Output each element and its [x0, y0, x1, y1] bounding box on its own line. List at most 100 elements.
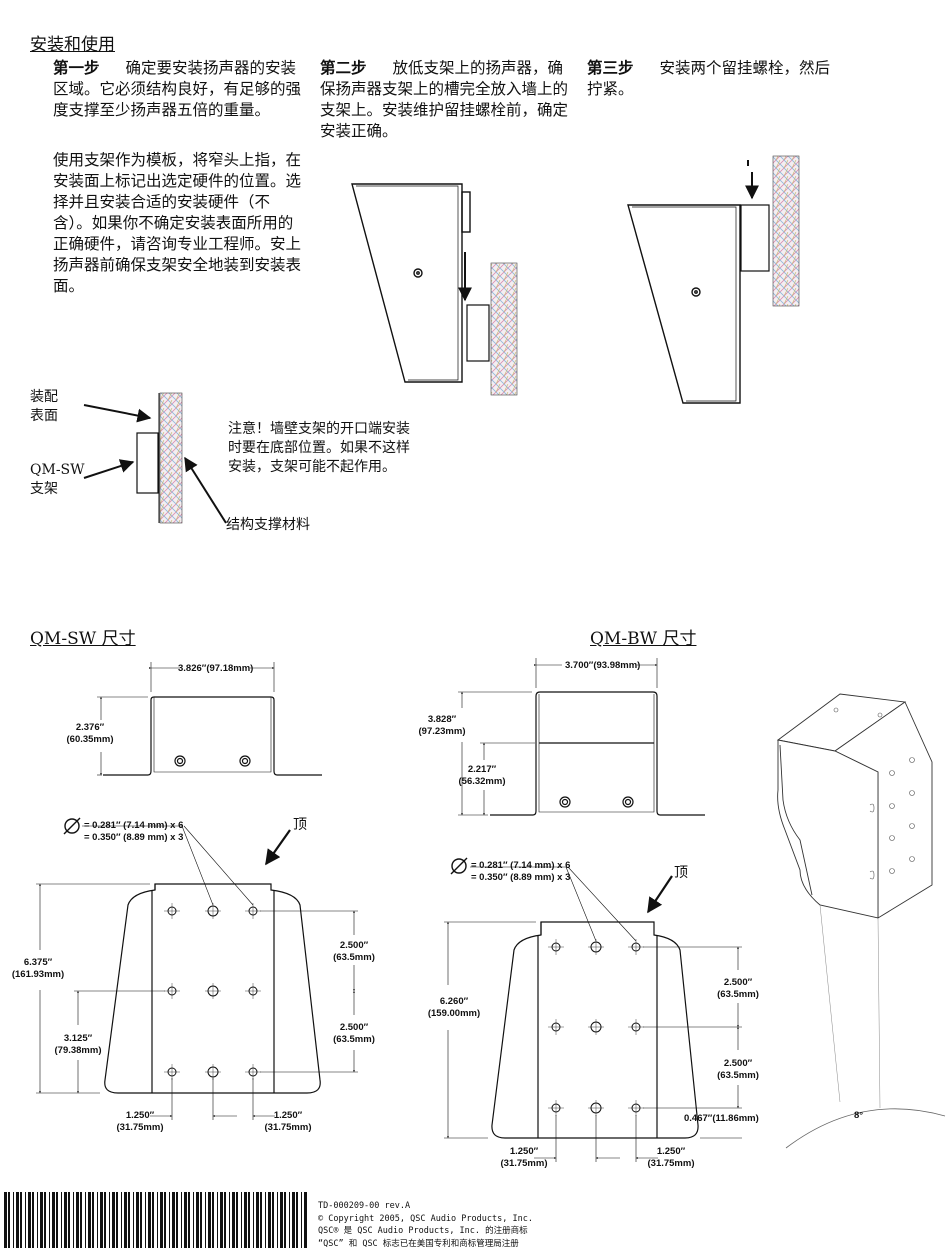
qm-bw-overall-in: 6.260″ — [439, 996, 469, 1007]
qm-sw-pitch-2-mm: (63.5mm) — [333, 1034, 375, 1045]
qm-bw-hole-note-2: = 0.350″ (8.89 mm) x 3 — [471, 872, 571, 883]
barcode-bar — [304, 1192, 307, 1248]
step-2-text: 放低支架上的扬声器，确保扬声器支架上的槽完全放入墙上的支架上。安装维护留挂螺栓前… — [320, 59, 569, 140]
step-1: 第一步确定要安装扬声器的安装区域。它必须结构良好，有足够的强度支撑至少扬声器五倍… — [53, 57, 303, 121]
qm-sw-title: QM-SW 尺寸 — [30, 629, 136, 649]
qm-bw-inner-in: 2.217″ — [467, 764, 497, 775]
qm-sw-half-mm: (79.38mm) — [54, 1045, 102, 1056]
barcode-bar — [181, 1192, 182, 1248]
qm-bw-col-left-in: 1.250″ — [509, 1146, 539, 1157]
qm-sw-col-left-in: 1.250″ — [125, 1110, 155, 1121]
qm-bw-col-right-in: 1.250″ — [656, 1146, 686, 1157]
qm-sw-hole-note-1: = 0.281″ (7.14 mm) x 6 — [84, 820, 184, 831]
barcode-bar — [128, 1192, 130, 1248]
footer-trademark: QSC® 是 QSC Audio Products, Inc. 的注册商标 — [318, 1226, 528, 1236]
barcode-bar — [124, 1192, 127, 1248]
barcode-bar — [148, 1192, 151, 1248]
barcode-bar — [224, 1192, 226, 1248]
barcode-bar — [40, 1192, 43, 1248]
barcode-bar — [32, 1192, 34, 1248]
step-3: 第三步安装两个留挂螺栓，然后拧紧。 — [587, 57, 837, 100]
barcode-bar — [172, 1192, 175, 1248]
barcode-bar — [85, 1192, 86, 1248]
qm-sw-overall-mm: (161.93mm) — [11, 969, 65, 980]
barcode-bar — [296, 1192, 298, 1248]
qm-bw-title: QM-BW 尺寸 — [590, 629, 697, 649]
qm-bw-col-left: 1.250″ (31.75mm) — [494, 1146, 554, 1170]
barcode-bar — [109, 1192, 110, 1248]
qm-bw-width: 3.700″(93.98mm) — [565, 660, 641, 671]
qm-bw-col-right-mm: (31.75mm) — [647, 1158, 695, 1169]
footer-registration: “QSC” 和 QSC 标志已在美国专利和商标管理局注册 — [318, 1238, 519, 1249]
barcode-bar — [61, 1192, 62, 1248]
step-3-text: 安装两个留挂螺栓，然后拧紧。 — [587, 59, 831, 98]
barcode-bar — [112, 1192, 115, 1248]
barcode-bar — [49, 1192, 50, 1248]
qm-sw-top-label: 顶 — [293, 817, 307, 833]
barcode-bar — [253, 1192, 254, 1248]
barcode-bar — [121, 1192, 122, 1248]
qm-bw-inner-mm: (56.32mm) — [458, 776, 506, 787]
step-2: 第二步放低支架上的扬声器，确保扬声器支架上的槽完全放入墙上的支架上。安装维护留挂… — [320, 57, 570, 142]
qm-bw-hole-note: = 0.281″ (7.14 mm) x 6 = 0.350″ (8.89 mm… — [471, 860, 570, 884]
barcode-bar — [80, 1192, 82, 1248]
barcode-bar — [56, 1192, 58, 1248]
qm-bw-pitch-2-mm: (63.5mm) — [717, 1070, 759, 1081]
barcode-bar — [160, 1192, 163, 1248]
barcode-bar — [188, 1192, 190, 1248]
barcode-bar — [52, 1192, 55, 1248]
sw-bracket-line-2: 支架 — [30, 481, 58, 497]
footer-doc-id: TD-000209-00 rev.A — [318, 1201, 411, 1211]
qm-sw-pitch-2-in: 2.500″ — [339, 1022, 369, 1033]
barcode-bar — [236, 1192, 238, 1248]
barcode-bar — [104, 1192, 106, 1248]
barcode-bar — [200, 1192, 202, 1248]
qm-bw-col-left-mm: (31.75mm) — [500, 1158, 548, 1169]
barcode-bar — [232, 1192, 235, 1248]
qm-sw-overall-in: 6.375″ — [23, 957, 53, 968]
barcode-bar — [301, 1192, 302, 1248]
barcode-bar — [205, 1192, 206, 1248]
barcode-bar — [220, 1192, 223, 1248]
barcode-bar — [169, 1192, 170, 1248]
step-1-label: 第一步 — [53, 58, 100, 77]
barcode-bar — [292, 1192, 295, 1248]
footer: TD-000209-00 rev.A © Copyright 2005, QSC… — [318, 1200, 533, 1250]
mount-surface-label: 装配 表面 — [30, 388, 58, 426]
qm-bw-col-right: 1.250″ (31.75mm) — [641, 1146, 701, 1170]
qm-bw-bottom-offset: 0.467″(11.86mm) — [684, 1113, 759, 1124]
barcode-bar — [289, 1192, 290, 1248]
template-paragraph: 使用支架作为模板，将窄头上指，在安装面上标记出选定硬件的位置。选择并且安装合适的… — [53, 151, 302, 295]
barcode-bar — [208, 1192, 211, 1248]
qm-sw-width: 3.826″(97.18mm) — [178, 663, 254, 674]
step-1-text: 确定要安装扬声器的安装区域。它必须结构良好，有足够的强度支撑至少扬声器五倍的重量… — [53, 59, 302, 119]
barcode-bar — [280, 1192, 283, 1248]
sw-bracket-label: QM-SW 支架 — [30, 461, 85, 499]
barcode-bar — [265, 1192, 266, 1248]
barcode-bar — [284, 1192, 286, 1248]
barcode-bar — [20, 1192, 22, 1248]
barcode-bar — [37, 1192, 38, 1248]
barcode-bar — [97, 1192, 98, 1248]
barcode-bar — [217, 1192, 218, 1248]
barcode-bar — [244, 1192, 247, 1248]
barcode-bar — [212, 1192, 214, 1248]
qm-bw-pitch-1-mm: (63.5mm) — [717, 989, 759, 1000]
barcode-bar — [140, 1192, 142, 1248]
footer-copyright: © Copyright 2005, QSC Audio Products, In… — [318, 1213, 533, 1224]
barcode-bar — [193, 1192, 194, 1248]
qm-sw-height-mm: (60.35mm) — [66, 734, 114, 745]
support-material-label: 结构支撑材料 — [226, 517, 310, 533]
barcode-bar — [268, 1192, 271, 1248]
qm-sw-col-left-mm: (31.75mm) — [116, 1122, 164, 1133]
barcode-bar — [272, 1192, 274, 1248]
barcode-bar — [176, 1192, 178, 1248]
qm-sw-height-in: 2.376″ — [75, 722, 105, 733]
qm-bw-hole-pattern — [548, 939, 644, 1116]
barcode-bar — [116, 1192, 118, 1248]
